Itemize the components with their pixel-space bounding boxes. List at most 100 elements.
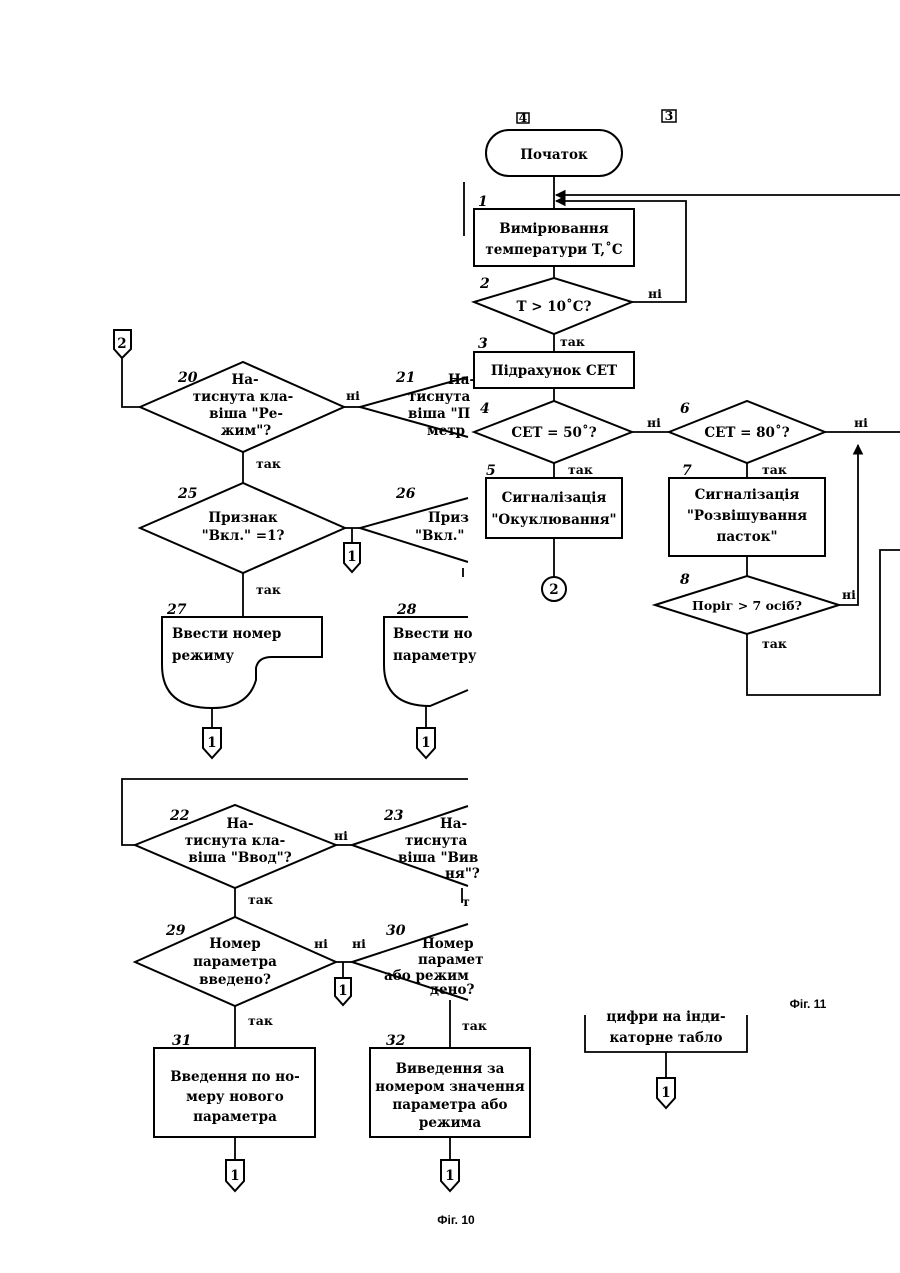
block-30-number: 30 [386, 923, 406, 939]
flow-entry-to-20 [122, 358, 140, 407]
block-20-no-label: ні [346, 388, 360, 403]
block-30-line-2: парамет [418, 952, 484, 968]
block-32-line-2: номером значення [375, 1079, 525, 1095]
offpage-connector-center-lower-label: 1 [338, 983, 347, 999]
block-25-line-2: "Вкл." =1? [202, 528, 285, 544]
block-29-line-1: Номер [209, 936, 261, 952]
block-22-line-3: віша "Ввод"? [188, 850, 291, 866]
block-29-number: 29 [165, 923, 186, 939]
block-5-line-2: "Окуклювання" [491, 512, 616, 528]
block-3-number: 3 [478, 336, 488, 352]
page-mark-left-text: 4 [519, 110, 528, 125]
block-27-line-2: режиму [172, 648, 234, 664]
block-25-yes-label: так [256, 582, 281, 597]
block-8-yes-label: так [762, 636, 787, 651]
block-32-line-3: параметра або [392, 1097, 507, 1113]
block-25-line-1: Признак [208, 510, 277, 526]
block-6-number: 6 [680, 401, 690, 417]
display-line-2: каторне табло [609, 1030, 722, 1046]
block-31-line-3: параметра [193, 1109, 277, 1125]
block-4-yes-label: так [568, 462, 593, 477]
block-22-number: 22 [169, 808, 190, 824]
block-23-number: 23 [383, 808, 404, 824]
block-7-line-1: Сигналізація [695, 487, 800, 503]
block-23-yes-label: т [462, 894, 470, 909]
block-20-line-3: віша "Ре- [209, 406, 283, 422]
block-2-label: T > 10˚C? [517, 299, 592, 315]
block-29-line-2: параметра [193, 954, 277, 970]
block-8-no-label: ні [842, 587, 856, 602]
start-label: Початок [520, 147, 588, 163]
offpage-connector-27-label: 1 [207, 735, 216, 751]
block-30-line-4: дено? [430, 982, 474, 998]
offpage-connector-display-label: 1 [661, 1085, 670, 1101]
block-21-line-4: метр [427, 423, 465, 439]
block-4-no-label: ні [647, 415, 661, 430]
block-22-line-1: На- [226, 816, 253, 832]
block-28-line-2: параметру [393, 648, 477, 664]
block-20-line-1: На- [231, 372, 258, 388]
block-1-line-2: температури T,˚C [485, 242, 623, 258]
offpage-connector-2-label: 2 [117, 336, 126, 352]
offpage-connector-31-label: 1 [230, 1168, 239, 1184]
block-5-process [486, 478, 622, 538]
page-mark-right-text: 3 [665, 108, 674, 123]
block-22-line-2: тиснута кла- [185, 833, 286, 849]
block-7-line-3: пасток" [716, 529, 777, 545]
block-30-yes-label: так [462, 1018, 487, 1033]
block-23-line-4: ня"? [445, 866, 480, 882]
block-7-number: 7 [682, 463, 692, 479]
fig-11-caption: Фіг. 11 [790, 997, 827, 1011]
block-28-number: 28 [396, 602, 417, 618]
block-29-yes-label: так [248, 1013, 273, 1028]
block-21-line-1: На- [448, 372, 475, 388]
block-1-number: 1 [478, 194, 488, 210]
block-2-no-label: ні [648, 286, 662, 301]
block-27-number: 27 [166, 602, 187, 618]
connector-2-label: 2 [549, 582, 558, 598]
block-32-line-4: режима [419, 1115, 481, 1131]
block-22-no-label: ні [334, 828, 348, 843]
block-29-line-3: введено? [199, 972, 271, 988]
block-8-number: 8 [680, 572, 690, 588]
block-30-no-label: ні [352, 936, 366, 951]
block-23-line-3: віша "Вив [398, 850, 478, 866]
block-3-label: Підрахунок СЕТ [491, 363, 617, 379]
flow-8-no-loop [839, 445, 858, 605]
block-28-line-1: Ввести но [393, 626, 473, 642]
block-26-number: 26 [395, 486, 416, 502]
block-29-no-label: ні [314, 936, 328, 951]
block-32-number: 32 [386, 1033, 406, 1049]
block-1-line-1: Вимірювання [499, 221, 608, 237]
block-23-line-2: тиснута [405, 833, 467, 849]
block-31-line-2: меру нового [186, 1089, 284, 1105]
block-30-line-1: Номер [422, 936, 474, 952]
block-5-line-1: Сигналізація [502, 490, 607, 506]
block-6-label: СЕТ = 80˚? [704, 425, 789, 441]
block-25-number: 25 [177, 486, 197, 502]
block-8-label: Поріг > 7 осіб? [692, 598, 802, 613]
block-31-line-1: Введення по но- [170, 1069, 299, 1085]
block-20-yes-label: так [256, 456, 281, 471]
fig-10-caption: Фіг. 10 [437, 1213, 475, 1227]
block-22-yes-label: так [248, 892, 273, 907]
block-21-line-3: віша "П [408, 406, 470, 422]
block-6-no-label: ні [854, 415, 868, 430]
block-21-line-2: тиснута [408, 389, 470, 405]
offpage-connector-32-label: 1 [445, 1168, 454, 1184]
offpage-connector-center-upper-label: 1 [347, 549, 356, 565]
block-32-line-1: Виведення за [396, 1061, 505, 1077]
block-4-label: СЕТ = 50˚? [511, 425, 596, 441]
block-21-number: 21 [395, 370, 415, 386]
block-2-number: 2 [479, 276, 490, 292]
offpage-connector-28-label: 1 [421, 735, 430, 751]
block-26-line-2: "Вкл." [415, 528, 464, 544]
block-7-line-2: "Розвішування [687, 508, 807, 524]
block-6-yes-label: так [762, 462, 787, 477]
block-4-number: 4 [480, 401, 490, 417]
block-20-line-2: тиснута кла- [193, 389, 294, 405]
block-27-line-1: Ввести номер [172, 626, 281, 642]
display-line-1: цифри на інди- [606, 1009, 725, 1025]
block-2-yes-label: так [560, 334, 585, 349]
